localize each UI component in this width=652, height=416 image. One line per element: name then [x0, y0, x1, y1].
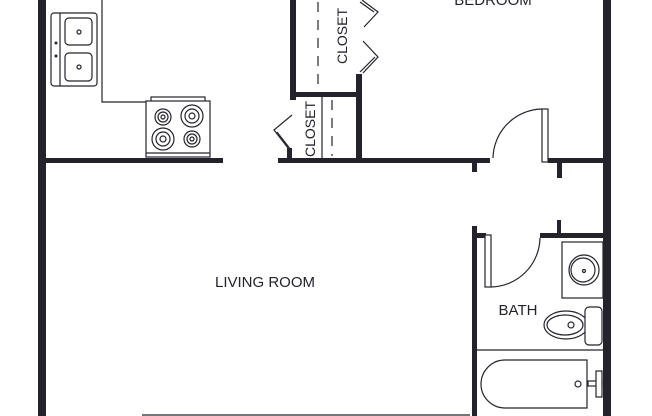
bedroom-label: BEDROOM — [454, 0, 532, 9]
wall-stub — [557, 220, 561, 235]
bathroom-sink-icon — [561, 241, 604, 299]
bath-top-wall-right — [540, 233, 604, 238]
bath-top-wall-left — [477, 233, 486, 238]
toilet-icon — [543, 306, 603, 346]
closet-divider-wall — [290, 92, 358, 97]
counter-edge — [101, 0, 146, 103]
right-exterior-wall — [603, 0, 611, 416]
left-exterior-wall — [38, 0, 46, 416]
bedroom-bottom-wall-left — [278, 158, 490, 163]
bedroom-bottom-wall-right — [548, 158, 604, 163]
kitchen-wall — [46, 158, 223, 163]
bifold-door-lower[interactable] — [273, 114, 293, 151]
kitchen — [50, 0, 211, 158]
bath-door[interactable] — [484, 234, 541, 288]
bath-left-wall — [472, 226, 477, 416]
walls — [38, 0, 611, 416]
stove-icon — [145, 96, 211, 158]
bath-label: BATH — [499, 302, 538, 319]
closets: CLOSET CLOSET — [273, 0, 379, 158]
closet-upper-label: CLOSET — [334, 8, 350, 64]
wall-stub — [557, 163, 562, 178]
wall-stub — [472, 163, 477, 172]
closet-right-wall — [356, 74, 362, 163]
bathtub-icon — [480, 359, 603, 409]
kitchen-sink-icon — [50, 12, 98, 87]
closet-lower-label: CLOSET — [302, 101, 318, 157]
living-room-label: LIVING ROOM — [215, 274, 315, 291]
closet-left-wall — [290, 0, 296, 100]
bathroom — [477, 234, 604, 409]
bifold-door-upper[interactable] — [359, 0, 379, 74]
closet-jamb — [287, 148, 292, 160]
bedroom-door[interactable] — [492, 108, 549, 163]
